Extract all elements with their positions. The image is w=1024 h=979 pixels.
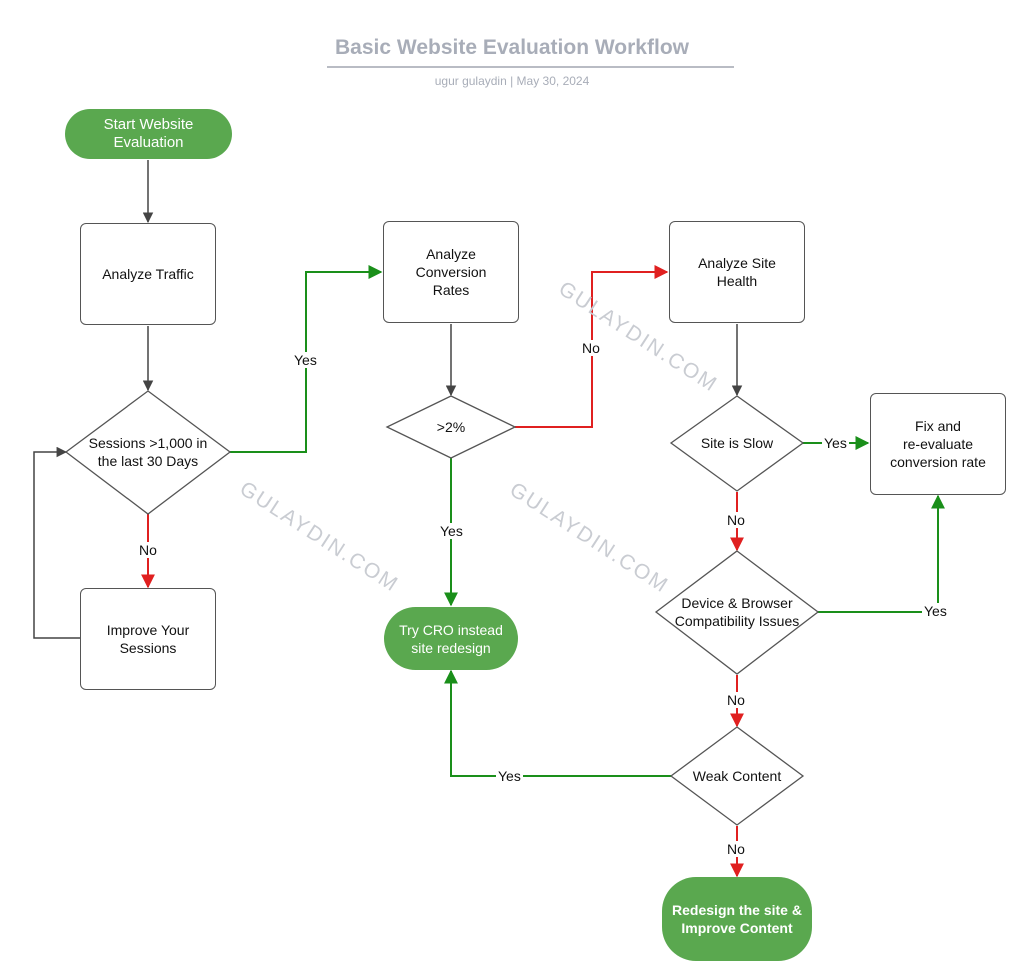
weak-content-diamond (669, 726, 805, 826)
improve-sessions-label: Improve Your Sessions (106, 622, 190, 656)
sessions-diamond (64, 390, 232, 515)
site-slow-diamond (669, 395, 805, 492)
analyze-conversion-node: Analyze Conversion Rates (383, 221, 519, 323)
conversion-diamond (385, 395, 517, 459)
redesign-node: Redesign the site & Improve Content (662, 877, 812, 961)
edge-label-slow-no: No (725, 512, 747, 528)
edge-label-content-no: No (725, 841, 747, 857)
conversion-check-label: >2% (436, 419, 466, 435)
redesign-label: Redesign the site & Improve Content (672, 902, 802, 936)
edge-label-device-no: No (725, 692, 747, 708)
page-title: Basic Website Evaluation Workflow (335, 36, 689, 59)
edge-label-conversion-no: No (580, 340, 602, 356)
edge-label-content-yes: Yes (496, 768, 523, 784)
weak-content-label: Weak Content (692, 768, 782, 784)
analyze-health-label: Analyze Site Health (698, 255, 776, 289)
start-node-label: Start Website Evaluation (103, 116, 194, 151)
fix-reevaluate-label: Fix and re-evaluate conversion rate (890, 418, 986, 470)
try-cro-node: Try CRO instead site redesign (384, 607, 518, 670)
device-browser-label: Device & Browser Compatibility Issues (674, 595, 800, 629)
start-node: Start Website Evaluation (65, 109, 232, 159)
edge-improve-loop (33, 446, 80, 639)
edge-content-yes (444, 669, 671, 777)
site-slow-label: Site is Slow (700, 435, 774, 451)
edge-label-device-yes: Yes (922, 603, 949, 619)
analyze-traffic-label: Analyze Traffic (102, 266, 194, 282)
fix-reevaluate-node: Fix and re-evaluate conversion rate (870, 393, 1006, 495)
page-subtitle: ugur gulaydin | May 30, 2024 (434, 74, 590, 88)
edge-label-slow-yes: Yes (822, 435, 849, 451)
device-browser-diamond (654, 550, 820, 675)
edge-device-yes (818, 494, 945, 613)
title-underline (327, 66, 734, 68)
edge-label-sessions-no: No (137, 542, 159, 558)
edge-label-conversion-yes: Yes (438, 523, 465, 539)
analyze-health-node: Analyze Site Health (669, 221, 805, 323)
edge-label-sessions-yes: Yes (292, 352, 319, 368)
analyze-traffic-node: Analyze Traffic (80, 223, 216, 325)
try-cro-label: Try CRO instead site redesign (399, 621, 503, 656)
improve-sessions-node: Improve Your Sessions (80, 588, 216, 690)
sessions-check-label: Sessions >1,000 in the last 30 Days (88, 435, 208, 469)
analyze-conversion-label: Analyze Conversion Rates (415, 246, 487, 298)
